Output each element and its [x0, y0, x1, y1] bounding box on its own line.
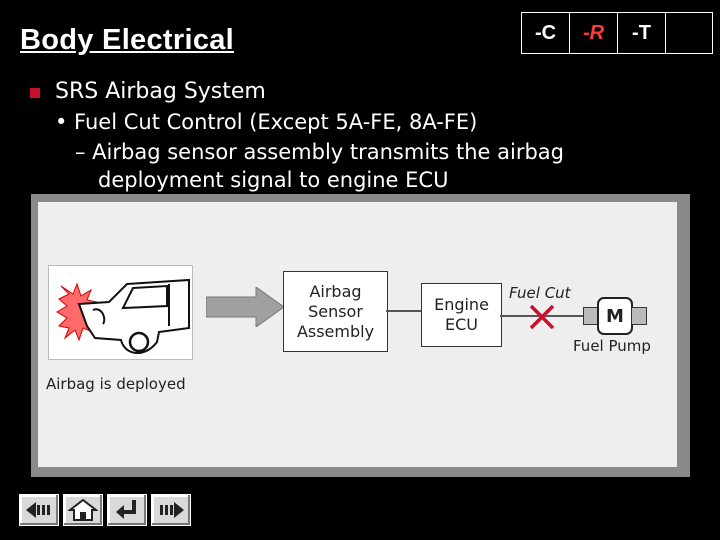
home-button[interactable]: [63, 494, 103, 526]
airbag-sensor-assembly-box: Airbag Sensor Assembly: [283, 271, 388, 352]
pump-right-cap: [631, 307, 647, 325]
tab-empty[interactable]: [665, 12, 713, 54]
navigation-bar: [19, 494, 191, 526]
sub-bullet-line-1: – Airbag sensor assembly transmits the a…: [75, 140, 565, 164]
previous-button[interactable]: [19, 494, 59, 526]
return-icon: [116, 500, 136, 519]
engine-ecu-box: Engine ECU: [421, 283, 502, 347]
sensor-label-3: Assembly: [296, 321, 375, 341]
bullet-fuel-cut: • Fuel Cut Control (Except 5A-FE, 8A-FE): [55, 110, 478, 134]
return-button[interactable]: [107, 494, 147, 526]
sub-bullet-line-2: deployment signal to engine ECU: [98, 168, 449, 192]
connector-line: [386, 310, 422, 312]
tab-t[interactable]: -T: [617, 12, 665, 54]
page-title: Body Electrical: [20, 24, 235, 56]
next-icon: [160, 502, 184, 518]
fuel-line: [500, 315, 598, 317]
arrow-right-icon: [206, 287, 284, 327]
car-icon: [56, 278, 190, 354]
fuel-pump-label: Fuel Pump: [573, 337, 651, 355]
bullet-srs-airbag: SRS Airbag System: [55, 79, 266, 104]
car-crash-illustration: [48, 265, 193, 360]
sensor-label-2: Sensor: [308, 301, 363, 321]
square-bullet-icon: [30, 88, 40, 98]
next-button[interactable]: [151, 494, 191, 526]
motor-icon: M: [597, 297, 633, 335]
ecu-label-1: Engine: [434, 295, 489, 314]
cut-cross-icon: [529, 304, 555, 330]
airbag-deployed-caption: Airbag is deployed: [46, 375, 186, 393]
ecu-label-2: ECU: [445, 315, 478, 334]
sensor-label-1: Airbag: [309, 281, 362, 301]
previous-icon: [26, 502, 50, 518]
section-tabs: -C -R -T: [521, 12, 713, 54]
tab-r[interactable]: -R: [569, 12, 617, 54]
fuel-cut-label: Fuel Cut: [509, 284, 571, 302]
home-icon: [68, 498, 98, 521]
tab-c[interactable]: -C: [521, 12, 569, 54]
